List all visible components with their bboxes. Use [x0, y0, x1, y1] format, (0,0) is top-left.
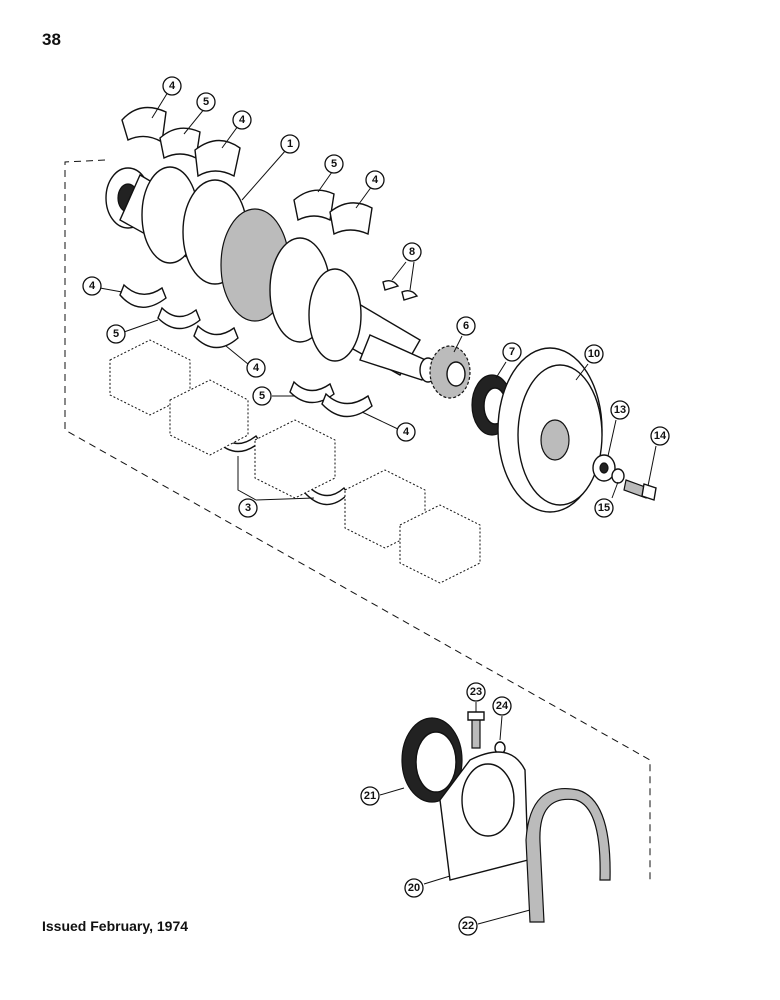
svg-text:4: 4: [239, 114, 246, 126]
svg-text:3: 3: [245, 502, 251, 514]
callout-21: 21: [360, 786, 380, 806]
callout-5-upper-b: 5: [324, 154, 344, 174]
crankshaft-gear: [429, 345, 471, 399]
pulley-washer: [592, 454, 616, 482]
svg-text:20: 20: [408, 882, 420, 894]
svg-text:5: 5: [331, 158, 337, 170]
callout-20: 20: [404, 878, 424, 898]
callout-7: 7: [502, 342, 522, 362]
svg-text:6: 6: [463, 320, 469, 332]
callout-10: 10: [584, 344, 604, 364]
svg-text:4: 4: [403, 426, 410, 438]
callout-6: 6: [456, 316, 476, 336]
pulley-bolt: [623, 479, 657, 501]
retainer-gasket: [525, 788, 611, 923]
callout-5-upper-a: 5: [196, 92, 216, 112]
rear-seal-retainer: [439, 751, 529, 881]
svg-text:8: 8: [409, 246, 415, 258]
crankshaft-pulley: [497, 347, 603, 513]
svg-text:1: 1: [287, 138, 293, 150]
lower-main-bearings: [119, 283, 373, 418]
callout-5-lower-a: 5: [106, 324, 126, 344]
svg-text:14: 14: [654, 430, 667, 442]
crankshaft: [105, 166, 437, 383]
page-number: 38: [42, 30, 61, 49]
svg-text:21: 21: [364, 790, 376, 802]
retainer-cap-screw: [467, 711, 485, 749]
svg-text:4: 4: [89, 280, 96, 292]
svg-text:5: 5: [113, 328, 119, 340]
callout-13: 13: [610, 400, 630, 420]
callout-4-lower-b: 4: [246, 358, 266, 378]
issue-date-footer: Issued February, 1974: [42, 918, 189, 934]
callout-8: 8: [402, 242, 422, 262]
svg-text:13: 13: [614, 404, 626, 416]
callout-24: 24: [492, 696, 512, 716]
svg-text:5: 5: [259, 390, 265, 402]
woodruff-keys: [382, 279, 419, 301]
upper-main-bearings: [121, 106, 373, 236]
svg-text:4: 4: [169, 80, 176, 92]
svg-text:5: 5: [203, 96, 209, 108]
svg-text:23: 23: [470, 686, 482, 698]
svg-text:22: 22: [462, 920, 474, 932]
callout-14: 14: [650, 426, 670, 446]
callout-22: 22: [458, 916, 478, 936]
svg-text:10: 10: [588, 348, 600, 360]
callout-4-lower-a: 4: [82, 276, 102, 296]
callout-3: 3: [238, 498, 258, 518]
callout-5-lower-b: 5: [252, 386, 272, 406]
callout-4-upper-b: 4: [232, 110, 252, 130]
callout-4-upper-a: 4: [162, 76, 182, 96]
svg-text:4: 4: [253, 362, 260, 374]
leader-lines: [99, 91, 657, 925]
callout-23: 23: [466, 682, 486, 702]
rear-oil-seal: [401, 717, 463, 803]
svg-text:15: 15: [598, 502, 610, 514]
lock-washer: [611, 468, 625, 484]
callout-1: 1: [280, 134, 300, 154]
svg-text:4: 4: [372, 174, 379, 186]
svg-text:24: 24: [496, 700, 509, 712]
callout-4-upper-c: 4: [365, 170, 385, 190]
callout-4-lower-c: 4: [396, 422, 416, 442]
svg-text:7: 7: [509, 346, 515, 358]
callout-15: 15: [594, 498, 614, 518]
main-bearing-caps: [109, 339, 481, 584]
